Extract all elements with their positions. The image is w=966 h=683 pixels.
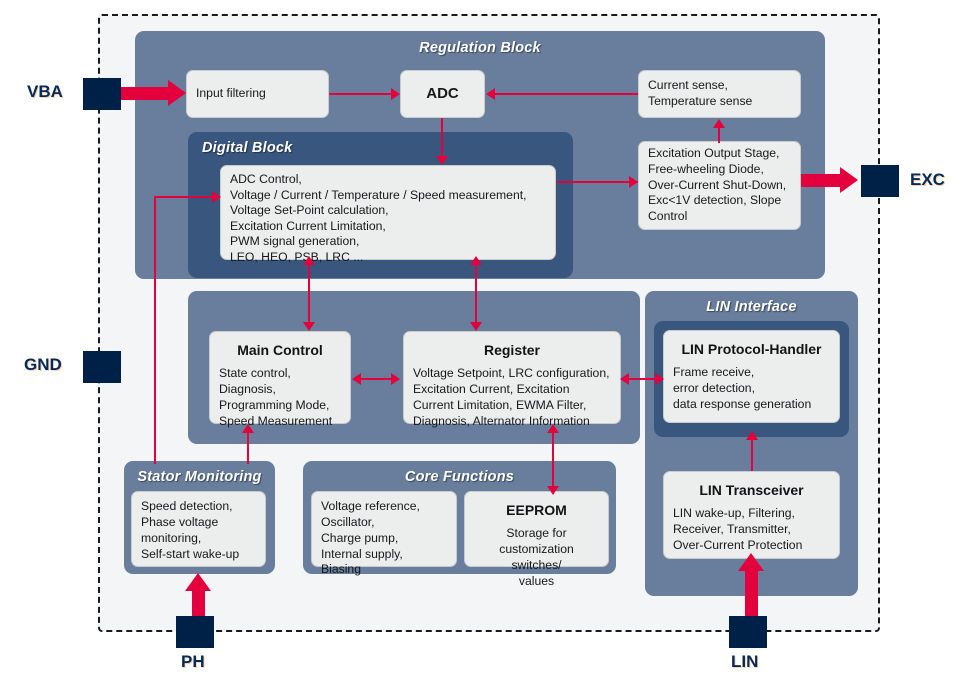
block-current-temperature-sense: Current sense, Temperature sense [638,70,801,118]
block-main-control-header: Main Control [237,342,323,358]
block-core-detail-body: Voltage reference, Oscillator, Charge pu… [321,499,420,577]
connector-digital-block-to-excitation [557,181,638,183]
arrowhead-register-right [391,373,400,385]
group-title-stator-monitoring: Stator Monitoring [137,469,262,485]
block-main-control-body: State control, Diagnosis, Programming Mo… [219,366,333,428]
pin-label-exc: EXC [910,170,945,189]
group-title-digital: Digital Block [202,140,293,156]
arrowhead-vba-in [168,80,186,106]
connector-vba-to-input-filtering [113,87,168,100]
block-excitation-output-stage: Excitation Output Stage, Free-wheeling D… [638,141,801,230]
arrowhead-main-control-left [352,373,361,385]
arrowhead-digital-block-to-excitation [629,176,638,188]
pin-exc[interactable] [861,165,899,197]
block-main-control: Main Control State control, Diagnosis, P… [209,331,351,428]
group-title-core-functions: Core Functions [404,469,515,485]
connector-current-sense-to-adc [495,93,638,95]
block-stator-detail: Speed detection, Phase voltage monitorin… [131,491,266,567]
block-core-detail: Voltage reference, Oscillator, Charge pu… [311,491,457,576]
connector-register-to-lin-handler [628,378,658,380]
block-lin-protocol-handler: LIN Protocol-Handler Frame receive, erro… [663,330,840,423]
connector-stator-riser [154,196,156,464]
arrowhead-register-down [470,322,482,331]
block-digital-block-detail: ADC Control, Voltage / Current / Tempera… [220,165,556,264]
connector-digital-block-to-register [475,262,477,328]
arrowhead-lin-in [738,553,764,571]
arrowhead-register-up [470,256,482,265]
block-digital-block-detail-body: ADC Control, Voltage / Current / Tempera… [230,172,527,265]
connector-stator-to-digital-block [154,196,214,198]
block-lin-protocol-handler-body: Frame receive, error detection, data res… [673,365,812,411]
pin-label-gnd: GND [24,355,62,374]
block-register-header: Register [483,342,541,358]
arrowhead-excitation-to-current-sense [713,119,725,128]
arrowhead-stator-to-main-control [242,424,254,433]
group-title-lin-interface: LIN Interface [706,299,797,315]
arrowhead-ph-in [185,573,211,591]
pin-vba[interactable] [83,78,121,110]
block-register: Register Voltage Setpoint, LRC configura… [403,331,621,428]
block-input-filtering: Input filtering [186,70,329,118]
arrowhead-adc-to-digital-block [436,156,448,165]
arrowhead-eeprom-up [547,424,559,433]
arrowhead-main-control-down [303,322,315,331]
pin-lin[interactable] [729,616,767,648]
connector-transceiver-to-handler [751,437,753,471]
group-title-regulation: Regulation Block [419,40,541,56]
connector-adc-to-digital-block [441,118,443,158]
pin-gnd[interactable] [83,351,121,383]
arrowhead-main-control-up [303,256,315,265]
connector-eeprom-to-register [552,430,554,492]
connector-excitation-to-exc-pin [801,174,846,187]
connector-input-filtering-to-adc [329,93,391,95]
arrowhead-stator-to-digital-block [212,191,221,203]
arrowhead-transceiver-to-handler [746,431,758,440]
block-adc-header: ADC [426,85,459,103]
arrowhead-eeprom-down [547,486,559,495]
block-eeprom: EEPROM Storage for customization switche… [464,491,609,588]
block-input-filtering-body: Input filtering [196,86,266,101]
block-excitation-output-stage-body: Excitation Output Stage, Free-wheeling D… [648,145,787,224]
block-eeprom-header: EEPROM [506,502,567,518]
block-lin-transceiver-body: LIN wake-up, Filtering, Receiver, Transm… [673,506,803,552]
arrowhead-register-to-lin-left [620,373,629,385]
connector-main-control-to-register [360,378,394,380]
connector-ph-to-stator [192,588,205,621]
block-lin-protocol-handler-header: LIN Protocol-Handler [681,341,822,357]
block-stator-detail-body: Speed detection, Phase voltage monitorin… [141,499,240,561]
block-current-temperature-sense-body: Current sense, Temperature sense [648,78,753,108]
arrowhead-exc-out [840,167,858,193]
arrowhead-register-to-lin-right [655,373,664,385]
block-adc: ADC [400,70,485,118]
arrowhead-current-sense-to-adc [486,88,495,100]
connector-digital-block-to-main-control [308,262,310,328]
block-register-body: Voltage Setpoint, LRC configuration, Exc… [413,366,610,428]
pin-label-ph: PH [181,652,205,671]
pin-ph[interactable] [176,616,214,648]
pin-label-vba: VBA [27,82,63,101]
connector-lin-to-transceiver [745,567,758,621]
arrowhead-input-filtering-to-adc [391,88,400,100]
connector-excitation-to-current-sense [718,127,720,143]
connector-stator-to-main-control [247,430,249,464]
block-lin-transceiver: LIN Transceiver LIN wake-up, Filtering, … [663,471,840,559]
pin-label-lin: LIN [731,652,759,671]
block-eeprom-body: Storage for customization switches/ valu… [499,526,574,588]
block-lin-transceiver-header: LIN Transceiver [699,482,804,498]
